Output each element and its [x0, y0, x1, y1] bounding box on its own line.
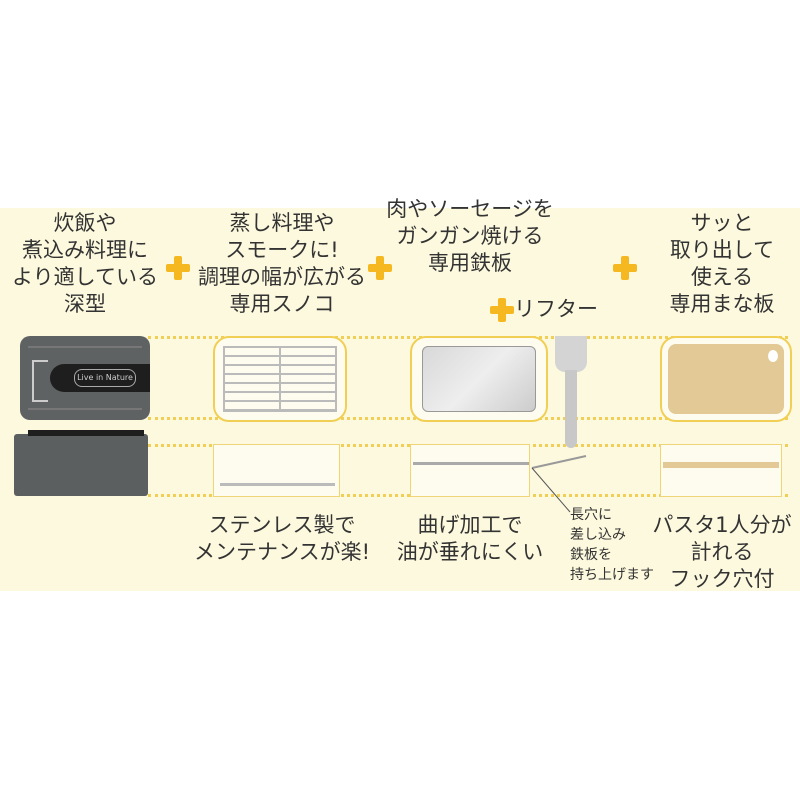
pot-lid-image: Live in Nature	[20, 336, 150, 420]
lid-logo: Live in Nature	[74, 369, 136, 387]
plus-icon	[613, 256, 637, 280]
deep-pot-title: 炊飯や煮込み料理により適している深型	[12, 211, 158, 316]
lifter-note: 長穴に差し込み鉄板を持ち上げます	[570, 507, 654, 583]
plus-icon	[490, 298, 514, 322]
cutting-board-note: パスタ1人分が計れるフック穴付	[652, 513, 792, 591]
pot-body-image	[14, 430, 148, 496]
steam-rack-note: ステンレス製でメンテナンスが楽!	[194, 513, 370, 564]
plus-icon	[166, 256, 190, 280]
lifter-pointer-line	[531, 455, 587, 513]
iron-plate-note: 曲げ加工で油が垂れにくい	[396, 513, 544, 564]
cutting-board-title: サッと取り出して使える専用まな板	[669, 211, 775, 316]
cutting-board-top-image	[660, 336, 792, 422]
cutting-board-side-image	[660, 444, 782, 497]
lifter-image	[555, 336, 591, 448]
iron-plate-top-image	[410, 336, 548, 422]
steam-rack-top-image	[213, 336, 347, 422]
lifter-label: リフター	[514, 297, 598, 321]
iron-plate-title: 肉やソーセージをガンガン焼ける専用鉄板	[386, 197, 554, 275]
steam-rack-side-image	[213, 444, 340, 497]
steam-rack-title: 蒸し料理やスモークに!調理の幅が広がる専用スノコ	[198, 211, 366, 316]
plus-icon	[368, 256, 392, 280]
iron-plate-side-image	[410, 444, 530, 497]
